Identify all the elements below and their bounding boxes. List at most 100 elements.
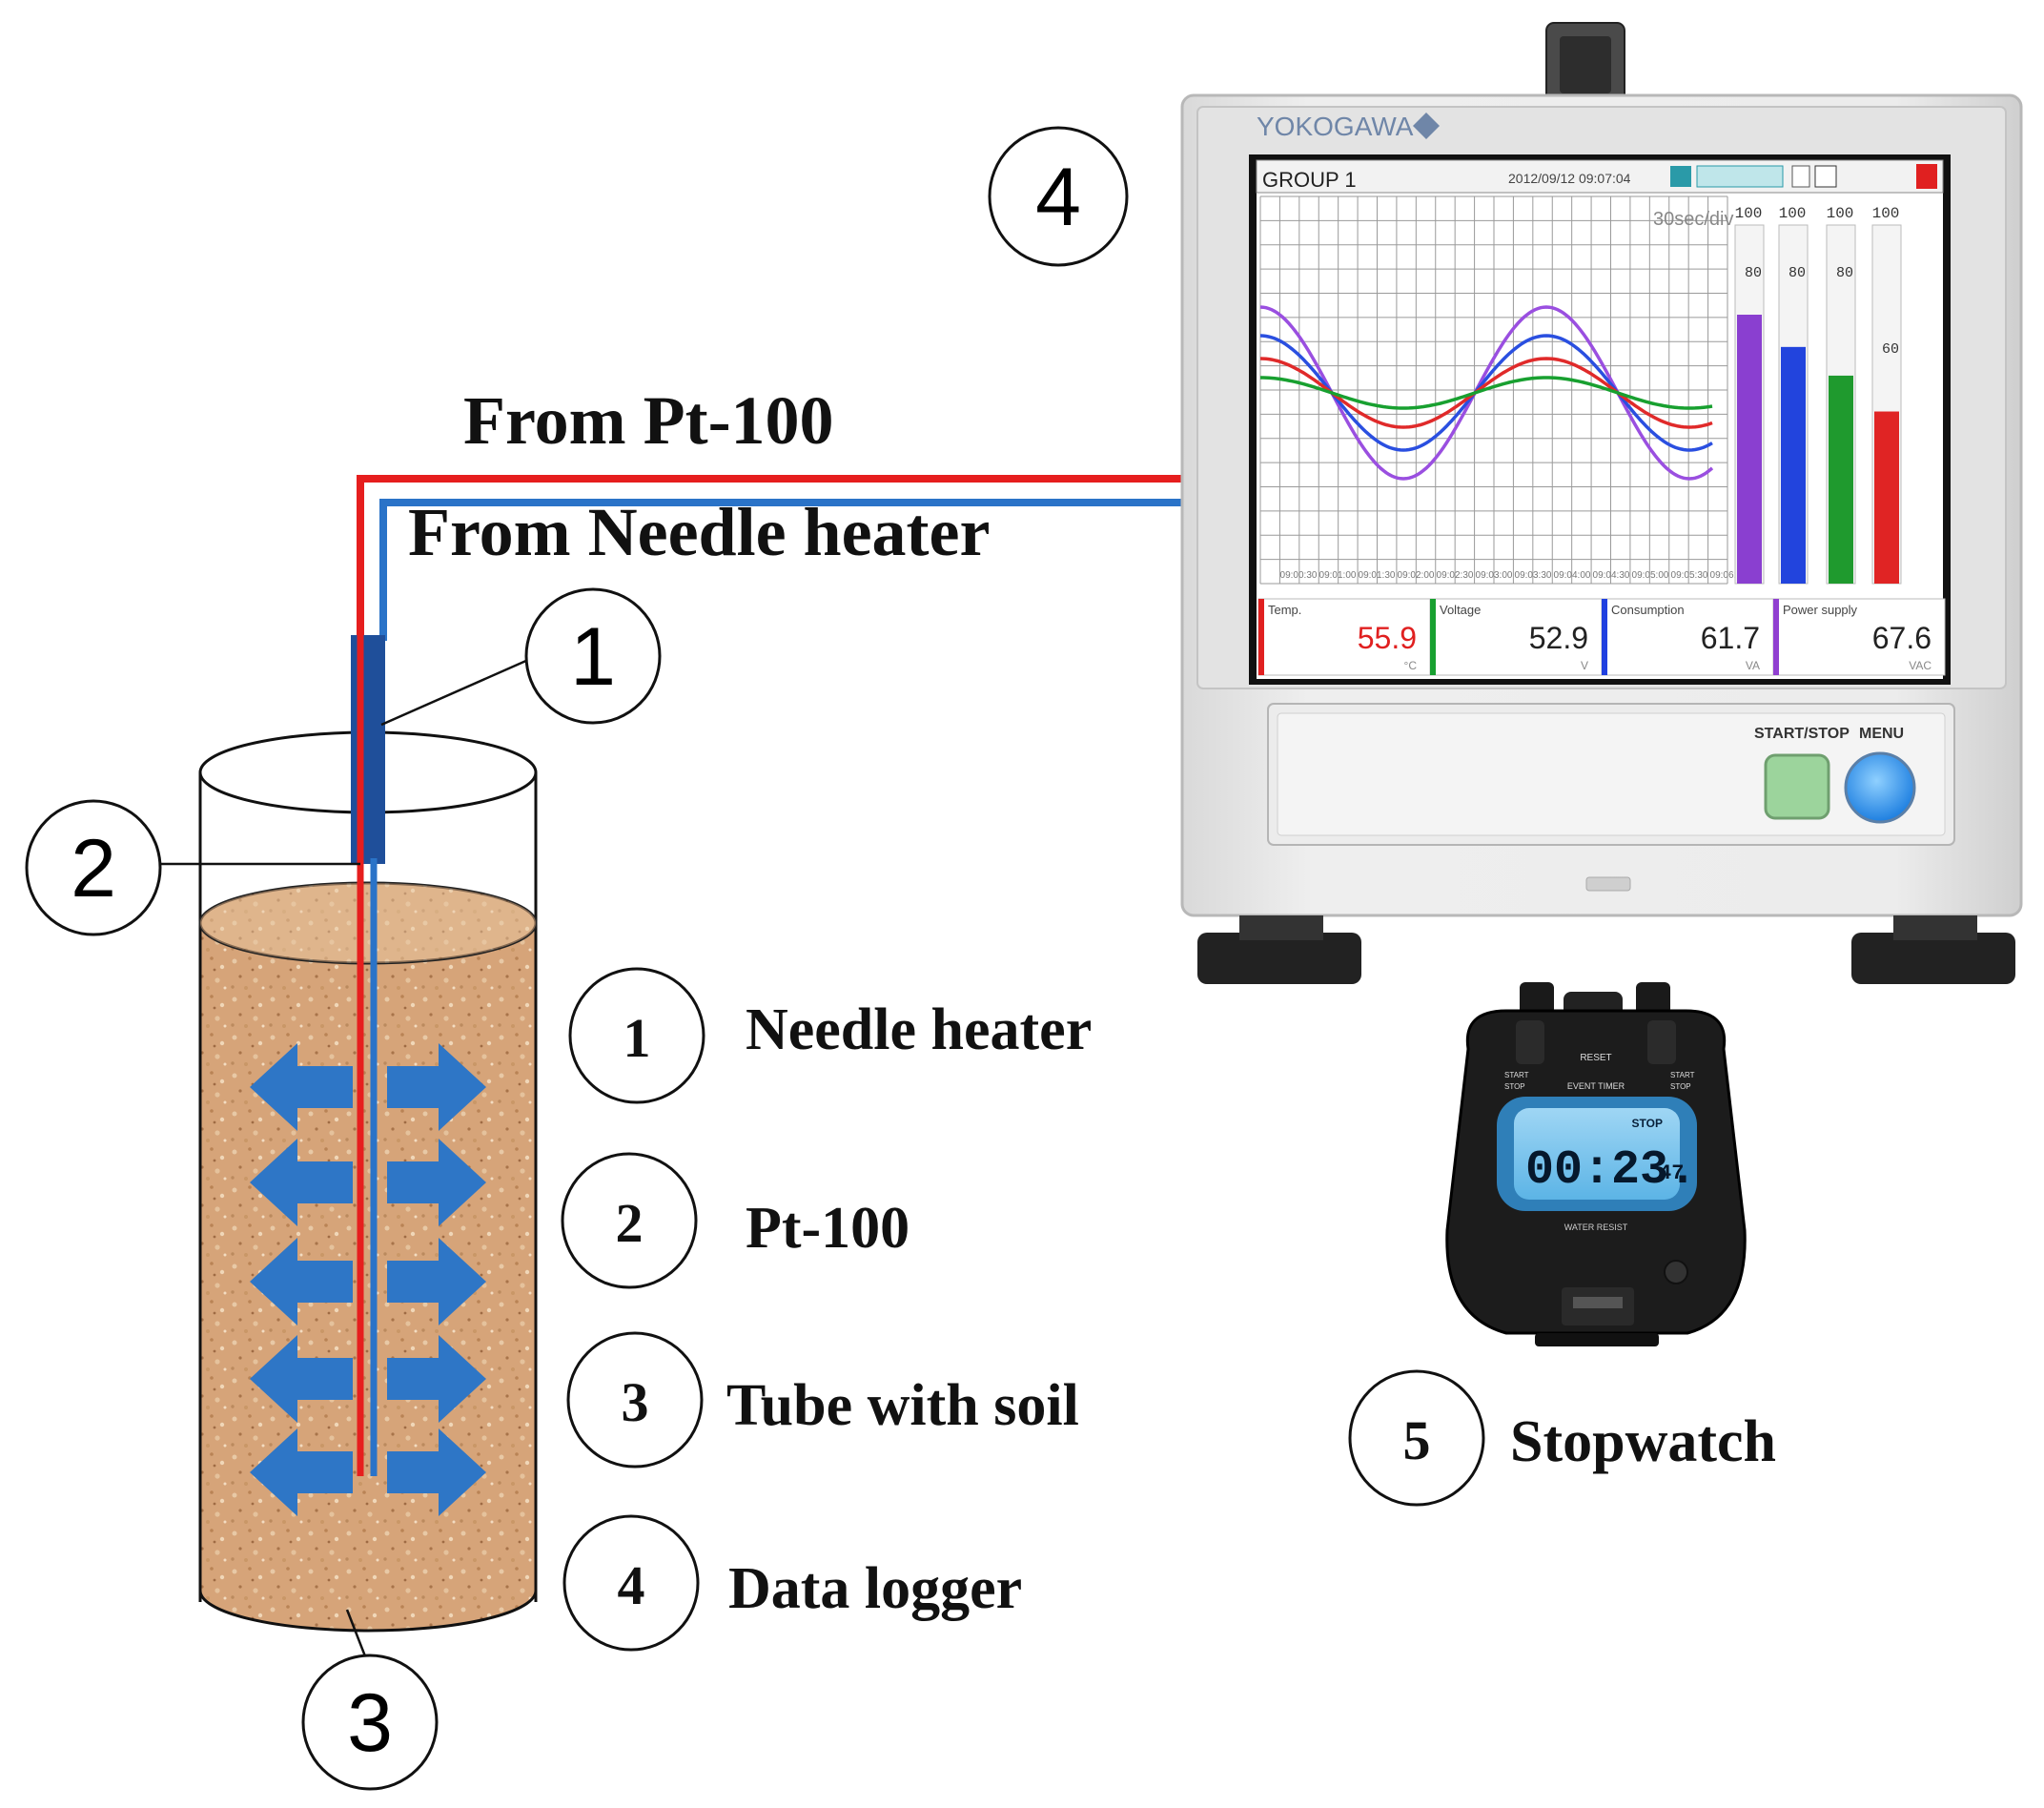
svg-text:4: 4 <box>618 1554 645 1616</box>
readout-value: 52.9 <box>1529 621 1588 655</box>
datetime: 2012/09/12 09:07:04 <box>1508 171 1631 186</box>
right-foot <box>1851 933 2015 984</box>
heat-flow-arrows <box>250 1043 486 1516</box>
readout-name: Power supply <box>1783 603 1858 617</box>
bar-fill <box>1829 375 1853 584</box>
readout-unit: °C <box>1404 659 1418 672</box>
stopwatch-hundredths: 47 <box>1659 1161 1684 1185</box>
bar-scale-top: 100 <box>1872 205 1900 222</box>
start-stop-button[interactable] <box>1764 753 1830 820</box>
heat-arrow-right <box>387 1335 486 1423</box>
bar-scale-top: 100 <box>1827 205 1854 222</box>
svg-text:Tube with soil: Tube with soil <box>726 1373 1079 1438</box>
svg-text:1: 1 <box>570 611 616 703</box>
data-logger-device: YOKOGAWA GROUP 1 2012/09/12 09:07:04 09:… <box>1180 22 2023 984</box>
pt100-wire <box>357 475 1194 641</box>
needle-heater <box>351 635 385 1476</box>
svg-text:STOP: STOP <box>1504 1082 1525 1091</box>
stopwatch-callout: 5 Stopwatch <box>1348 1369 1776 1507</box>
time-tick-label: 09:02:30 <box>1437 570 1474 581</box>
time-tick-label: 09:03:00 <box>1476 570 1513 581</box>
heat-arrow-right <box>387 1139 486 1226</box>
heat-arrow-left <box>250 1043 353 1131</box>
from-pt100-label: From Pt-100 <box>463 382 834 459</box>
heat-arrow-left <box>250 1139 353 1226</box>
legend-item-tube-with-soil: 3 Tube with soil <box>566 1331 1079 1469</box>
menu-button[interactable] <box>1844 751 1916 824</box>
time-tick-label: 09:02:00 <box>1398 570 1435 581</box>
callout-4: 4 <box>988 126 1129 267</box>
bar-scale-mid: 80 <box>1788 265 1806 281</box>
time-tick-label: 09:05:00 <box>1632 570 1669 581</box>
time-tick-label: 09:00:30 <box>1280 570 1318 581</box>
callout-1: 1 <box>524 587 662 725</box>
time-per-division: 30sec/div <box>1653 209 1734 230</box>
time-tick-label: 09:05:30 <box>1671 570 1708 581</box>
heat-arrow-right <box>387 1428 486 1516</box>
soil-tube <box>198 730 538 1633</box>
legend-item-pt100: 2 Pt-100 <box>561 1152 910 1289</box>
legend: 1 Needle heater 2 Pt-100 3 Tube with soi… <box>561 967 1092 1652</box>
readout-name: Temp. <box>1268 603 1301 617</box>
heat-arrow-left <box>250 1238 353 1325</box>
callout-2: 2 <box>25 799 162 936</box>
memory-icon <box>1670 166 1691 187</box>
stopwatch-time: 00:23. <box>1525 1143 1697 1198</box>
stopwatch-device: RESET START STOP EVENT TIMER START STOP … <box>1445 982 1747 1346</box>
svg-text:1: 1 <box>623 1007 651 1069</box>
time-tick-label: 09:01:00 <box>1319 570 1357 581</box>
bar-scale-mid: 80 <box>1745 265 1762 281</box>
svg-text:START: START <box>1670 1071 1695 1079</box>
bar-fill <box>1874 411 1899 584</box>
stopwatch-lcd <box>1514 1108 1680 1200</box>
readout-cell: Temp. 55.9 °C <box>1257 598 1431 676</box>
readout-name: Voltage <box>1440 603 1481 617</box>
trend-line <box>1260 376 1713 410</box>
wires <box>357 475 1222 641</box>
bar-fill <box>1781 346 1806 584</box>
svg-text:Pt-100: Pt-100 <box>746 1196 910 1261</box>
time-tick-label: 09:01:30 <box>1359 570 1396 581</box>
bar-scale-top: 100 <box>1735 205 1763 222</box>
svg-text:STOP: STOP <box>1632 1117 1663 1130</box>
svg-text:2: 2 <box>616 1192 644 1254</box>
readout-value: 61.7 <box>1701 621 1760 655</box>
heat-arrow-left <box>250 1428 353 1516</box>
time-tick-label: 09:03:30 <box>1515 570 1552 581</box>
svg-text:START: START <box>1504 1071 1529 1079</box>
readout-unit: VA <box>1746 659 1760 672</box>
heat-arrow-right <box>387 1043 486 1131</box>
legend-item-needle-heater: 1 Needle heater <box>568 967 1092 1104</box>
readout-unit: VAC <box>1909 659 1932 672</box>
from-needle-heater-label: From Needle heater <box>408 494 990 570</box>
time-tick-label: 09:04:00 <box>1554 570 1591 581</box>
bar-fill <box>1737 315 1762 584</box>
svg-text:RESET: RESET <box>1580 1053 1611 1063</box>
grid-view-icon <box>1814 165 1837 188</box>
svg-text:Needle heater: Needle heater <box>746 997 1092 1062</box>
start-stop-label: START/STOP <box>1754 726 1850 742</box>
svg-text:3: 3 <box>622 1371 649 1433</box>
group-label: GROUP 1 <box>1262 168 1357 192</box>
heat-arrow-right <box>387 1238 486 1325</box>
readout-panel: Temp.55.9°CVoltage52.9VConsumption61.7VA… <box>1257 598 1946 676</box>
svg-text:4: 4 <box>1035 152 1081 243</box>
brand-logo: YOKOGAWA <box>1257 112 1414 141</box>
legend-item-data-logger: 4 Data logger <box>562 1514 1022 1652</box>
menu-label: MENU <box>1859 726 1904 742</box>
time-tick-label: 09:06:00 <box>1710 570 1748 581</box>
callout-3: 3 <box>301 1654 439 1791</box>
stopwatch-label: Stopwatch <box>1510 1409 1776 1474</box>
needle-heater-wire <box>379 499 1222 641</box>
svg-text:Data logger: Data logger <box>728 1556 1022 1621</box>
svg-text:WATER RESIST: WATER RESIST <box>1564 1222 1628 1232</box>
readout-value: 55.9 <box>1358 621 1417 655</box>
time-tick-label: 09:04:30 <box>1593 570 1630 581</box>
svg-text:3: 3 <box>347 1677 393 1769</box>
bar-scale-mid: 80 <box>1836 265 1853 281</box>
readout-name: Consumption <box>1611 603 1685 617</box>
bar-scale-top: 100 <box>1779 205 1807 222</box>
